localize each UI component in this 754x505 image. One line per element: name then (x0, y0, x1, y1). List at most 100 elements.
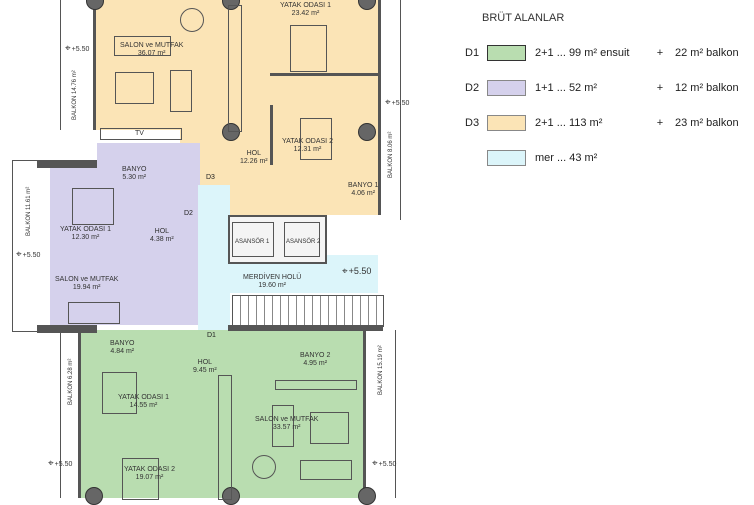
room-name: BANYO (122, 166, 147, 173)
legend-row-common: mer ... 43 m² (465, 149, 645, 167)
legend-type-area: 2+1 ... 113 m² (535, 117, 603, 129)
legend-balcony: 23 m² balkon (675, 117, 739, 129)
sofa (114, 36, 171, 56)
room-name: BANYO 1 (348, 182, 379, 189)
room-area: 14.55 m² (129, 402, 158, 409)
kitchen-counter (218, 375, 232, 500)
column (358, 123, 376, 141)
level-marker: +5.50 (385, 98, 410, 109)
balcony-label: BALKON 8.06 m² (388, 131, 394, 178)
balcony-d1-left (60, 330, 81, 498)
legend-type-area: mer ... 43 m² (535, 152, 598, 164)
legend-swatch (487, 80, 526, 96)
balcony-label: BALKON 15.19 m² (378, 345, 384, 395)
legend-balcony: 22 m² balkon (675, 47, 739, 59)
legend-swatch (487, 45, 526, 61)
balcony-label: BALKON 14.76 m² (72, 70, 78, 120)
bed (300, 118, 332, 160)
stairs (232, 295, 384, 327)
room-name: YATAK ODASI 1 (60, 226, 111, 233)
door-d1-label: D1 (207, 332, 216, 339)
room-area: 19.07 m² (135, 474, 164, 481)
legend-type-area: 1+1 ... 52 m² (535, 82, 598, 94)
wall (270, 73, 380, 76)
elevator-2-label: ASANSÖR 2 (286, 239, 321, 245)
room-name: SALON ve MUTFAK (255, 416, 319, 423)
room-name: MERDİVEN HOLÜ (243, 274, 302, 281)
room-area: 19.60 m² (258, 282, 286, 289)
wall (37, 160, 97, 168)
dining-table (252, 455, 276, 479)
bed (290, 25, 327, 72)
unit-d2-area-upper (97, 143, 200, 168)
room-area: 4.06 m² (351, 190, 376, 197)
wall (378, 0, 381, 215)
level-marker: +5.50 (342, 266, 372, 277)
balcony-d3-right (380, 0, 401, 220)
column (222, 123, 240, 141)
bed (72, 188, 114, 225)
room-area: 33.57 m² (272, 424, 301, 431)
sofa (68, 302, 120, 324)
legend-row-d1: D1 2+1 ... 99 m² ensuit + 22 m² balkon (465, 44, 754, 62)
balcony-label: BALKON 6.28 m² (68, 358, 74, 405)
balcony-d1-right (365, 330, 396, 498)
room-area: 4.84 m² (110, 348, 135, 355)
elevator-1 (232, 222, 274, 257)
wall (93, 0, 96, 130)
wall (363, 330, 366, 498)
tv-label: TV (135, 130, 144, 137)
watermark: TEKCE (328, 221, 427, 251)
room-name: SALON ve MUTFAK (120, 42, 184, 49)
legend-title: BRÜT ALANLAR (482, 12, 565, 24)
legend-balcony: 12 m² balkon (675, 82, 739, 94)
rug (310, 412, 349, 444)
sofa (300, 460, 352, 480)
legend-plus: + (656, 82, 664, 94)
elevator-block (228, 215, 327, 264)
bed (102, 372, 137, 414)
wall (78, 330, 81, 498)
wall (228, 325, 383, 331)
balcony-label: BALKON 11.61 m² (26, 186, 32, 236)
legend-row-d2: D2 1+1 ... 52 m² + 12 m² balkon (465, 79, 754, 97)
unit-d1-area (80, 330, 365, 498)
wall (37, 325, 97, 333)
legend-type-area: 2+1 ... 99 m² ensuit (535, 47, 630, 59)
level-marker: +5.50 (372, 459, 397, 470)
level-marker: +5.50 (16, 250, 41, 261)
level-marker: +5.50 (65, 44, 90, 55)
tv-unit (100, 128, 182, 140)
legend-plus: + (656, 117, 664, 129)
room-name: HOL (197, 359, 213, 366)
room-area: 12.26 m² (240, 158, 268, 165)
dining-table (180, 8, 204, 32)
room-name: SALON ve MUTFAK (55, 276, 119, 283)
door-d2-label: D2 (184, 210, 193, 217)
room-name: HOL (154, 228, 170, 235)
sofa (272, 405, 294, 447)
room-area: 12.30 m² (71, 234, 100, 241)
wall (270, 105, 273, 165)
legend-plus: + (656, 47, 664, 59)
room-area: 4.95 m² (303, 360, 328, 367)
room-area: 5.30 m² (122, 174, 147, 181)
room-name: HOL (246, 150, 262, 157)
armchair (170, 70, 192, 112)
room-name: YATAK ODASI 2 (124, 466, 175, 473)
column (85, 487, 103, 505)
room-name: YATAK ODASI 1 (118, 394, 169, 401)
legend-swatch (487, 115, 526, 131)
room-area: 12.31 m² (293, 146, 322, 153)
